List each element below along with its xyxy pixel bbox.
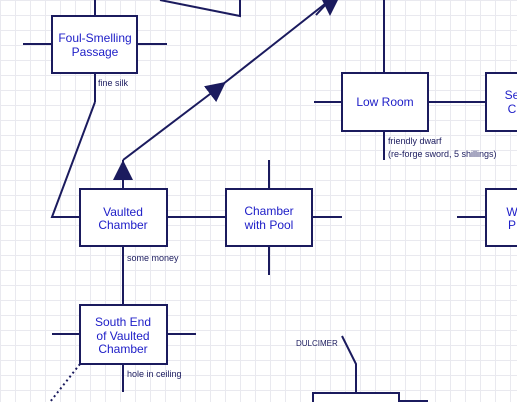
foul-smelling-passage-box[interactable]: [51, 15, 138, 74]
room-south-end-of-vaulted-chamber[interactable]: South End of Vaulted Chamber: [79, 304, 168, 365]
partial-right-mid-box[interactable]: [485, 188, 517, 247]
note-dulcimer: DULCIMER: [296, 339, 338, 348]
room-partial-right-mid[interactable]: W P: [485, 188, 517, 247]
foul-smelling-passage-label-line1: Foul-Smelling: [58, 31, 131, 45]
partial-right-top-label-line1: Se: [505, 88, 517, 102]
chamber-with-pool-box[interactable]: [225, 188, 313, 247]
foul-to-vaulted-connector: [50, 101, 96, 218]
south-end-label-line3: Chamber: [98, 342, 147, 356]
note-fine-silk: fine silk: [98, 78, 129, 88]
partial-right-mid-label-line1: W: [506, 205, 517, 219]
south-end-box[interactable]: [79, 304, 168, 365]
room-foul-smelling-passage[interactable]: Foul-Smelling Passage: [51, 15, 138, 74]
top-arrow-head: [315, 0, 340, 16]
partial-right-top-label-line2: C: [508, 102, 517, 116]
chamber-with-pool-label-line2: with Pool: [244, 218, 294, 232]
foul-smelling-passage-label-line2: Passage: [72, 45, 119, 59]
vaulted-chamber-label-line1: Vaulted: [103, 205, 143, 219]
note-reforge: (re-forge sword, 5 shillings): [388, 149, 497, 159]
low-room-label: Low Room: [356, 95, 413, 109]
note-hole-in-ceiling: hole in ceiling: [127, 369, 182, 379]
note-some-money: some money: [127, 253, 179, 263]
room-partial-right-top[interactable]: Se C: [485, 72, 517, 132]
partial-right-mid-label-line2: P: [508, 218, 516, 232]
south-end-label-line2: of Vaulted: [96, 329, 149, 343]
top-room-edge: [159, 0, 241, 18]
south-end-dotted-exit: [49, 363, 81, 402]
dulcimer-connector: [341, 335, 357, 392]
south-end-label-line1: South End: [95, 315, 151, 329]
partial-right-top-box[interactable]: [485, 72, 517, 132]
chamber-with-pool-label-line1: Chamber: [244, 204, 293, 218]
room-vaulted-chamber[interactable]: Vaulted Chamber: [79, 188, 168, 247]
partial-bottom-room-box[interactable]: [312, 392, 400, 402]
vaulted-to-north-connector: [122, 0, 331, 161]
room-low-room[interactable]: Low Room: [341, 72, 429, 132]
note-friendly-dwarf: friendly dwarf: [388, 136, 442, 146]
vaulted-chamber-label-line2: Chamber: [98, 218, 147, 232]
room-chamber-with-pool[interactable]: Chamber with Pool: [225, 188, 313, 247]
